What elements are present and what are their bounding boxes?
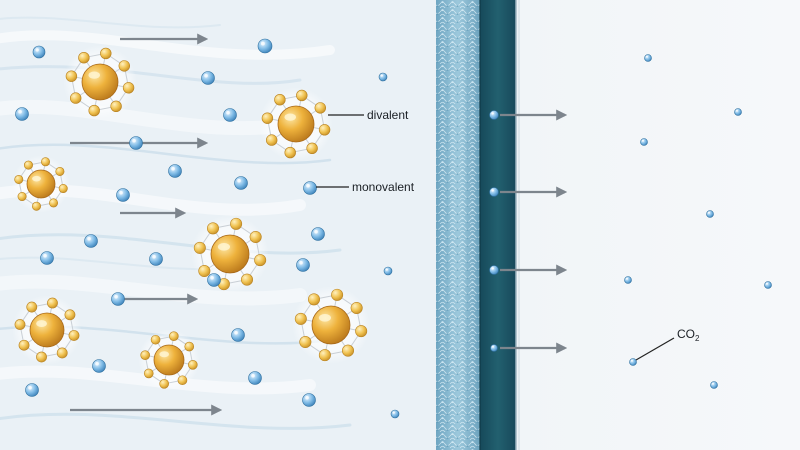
divalent-ion-complex-icon: [12, 295, 82, 365]
feed-flow-arrows: [70, 33, 223, 416]
permeate-side-background: [520, 0, 800, 450]
divalent-ion-complex-icon: [292, 286, 370, 364]
co2-subscript: 2: [695, 334, 700, 343]
monovalent-ion-icon: [378, 72, 388, 82]
monovalent-ion-icon: [40, 251, 54, 265]
co2-molecule-icon: [734, 108, 742, 116]
divalent-ion-complex-icon: [12, 155, 70, 213]
co2-base: CO: [677, 327, 695, 341]
monovalent-ion-icon: [248, 371, 262, 385]
monovalent-ion-icon: [296, 258, 310, 272]
monovalent-ion-icon: [490, 344, 498, 352]
monovalent-ion-icon: [231, 328, 245, 342]
label-divalent-callout: divalent: [328, 108, 409, 122]
monovalent-ion-icon: [257, 38, 273, 54]
co2-molecule-icon: [706, 210, 714, 218]
monovalent-ion-icon: [129, 136, 143, 150]
monovalent-ions: [15, 38, 772, 419]
label-monovalent-callout: monovalent: [316, 180, 415, 194]
label-co2: CO2: [677, 327, 700, 343]
permeation-arrows: [500, 109, 568, 354]
divalent-ion-complex-icon: [138, 329, 200, 391]
co2-molecule-icon: [710, 381, 718, 389]
monovalent-ion-icon: [201, 71, 215, 85]
monovalent-ion-icon: [207, 273, 221, 287]
monovalent-ion-icon: [302, 393, 316, 407]
monovalent-ion-icon: [111, 292, 125, 306]
monovalent-ion-icon: [489, 265, 499, 275]
monovalent-ion-icon: [311, 227, 325, 241]
monovalent-ion-icon: [390, 409, 400, 419]
divalent-ion-complex-icon: [191, 215, 269, 293]
divalent-ion-complexes: [12, 45, 370, 391]
monovalent-ion-icon: [116, 188, 130, 202]
monovalent-ion-icon: [234, 176, 248, 190]
monovalent-ion-icon: [15, 107, 29, 121]
monovalent-ion-icon: [92, 359, 106, 373]
monovalent-ion-icon: [383, 266, 393, 276]
monovalent-ion-icon: [489, 110, 499, 120]
co2-molecule-icon: [644, 54, 652, 62]
monovalent-ion-icon: [25, 383, 39, 397]
divalent-ion-complex-icon: [259, 87, 333, 161]
label-divalent: divalent: [367, 108, 409, 122]
co2-molecule-icon: [629, 358, 637, 366]
monovalent-ion-icon: [489, 187, 499, 197]
monovalent-ion-icon: [303, 181, 317, 195]
co2-molecule-icon: [764, 281, 772, 289]
monovalent-ion-icon: [32, 45, 46, 59]
monovalent-ion-icon: [149, 252, 163, 266]
monovalent-ion-icon: [84, 234, 98, 248]
monovalent-ion-icon: [223, 108, 237, 122]
membrane-dense-layer: [480, 0, 516, 450]
divalent-ion-complex-icon: [63, 45, 137, 119]
monovalent-ion-icon: [168, 164, 182, 178]
label-monovalent: monovalent: [352, 180, 415, 194]
membrane: [436, 0, 520, 450]
label-co2-callout: CO2: [635, 327, 700, 361]
co2-leader-line: [635, 337, 675, 361]
co2-molecule-icon: [624, 276, 632, 284]
co2-molecule-icon: [640, 138, 648, 146]
